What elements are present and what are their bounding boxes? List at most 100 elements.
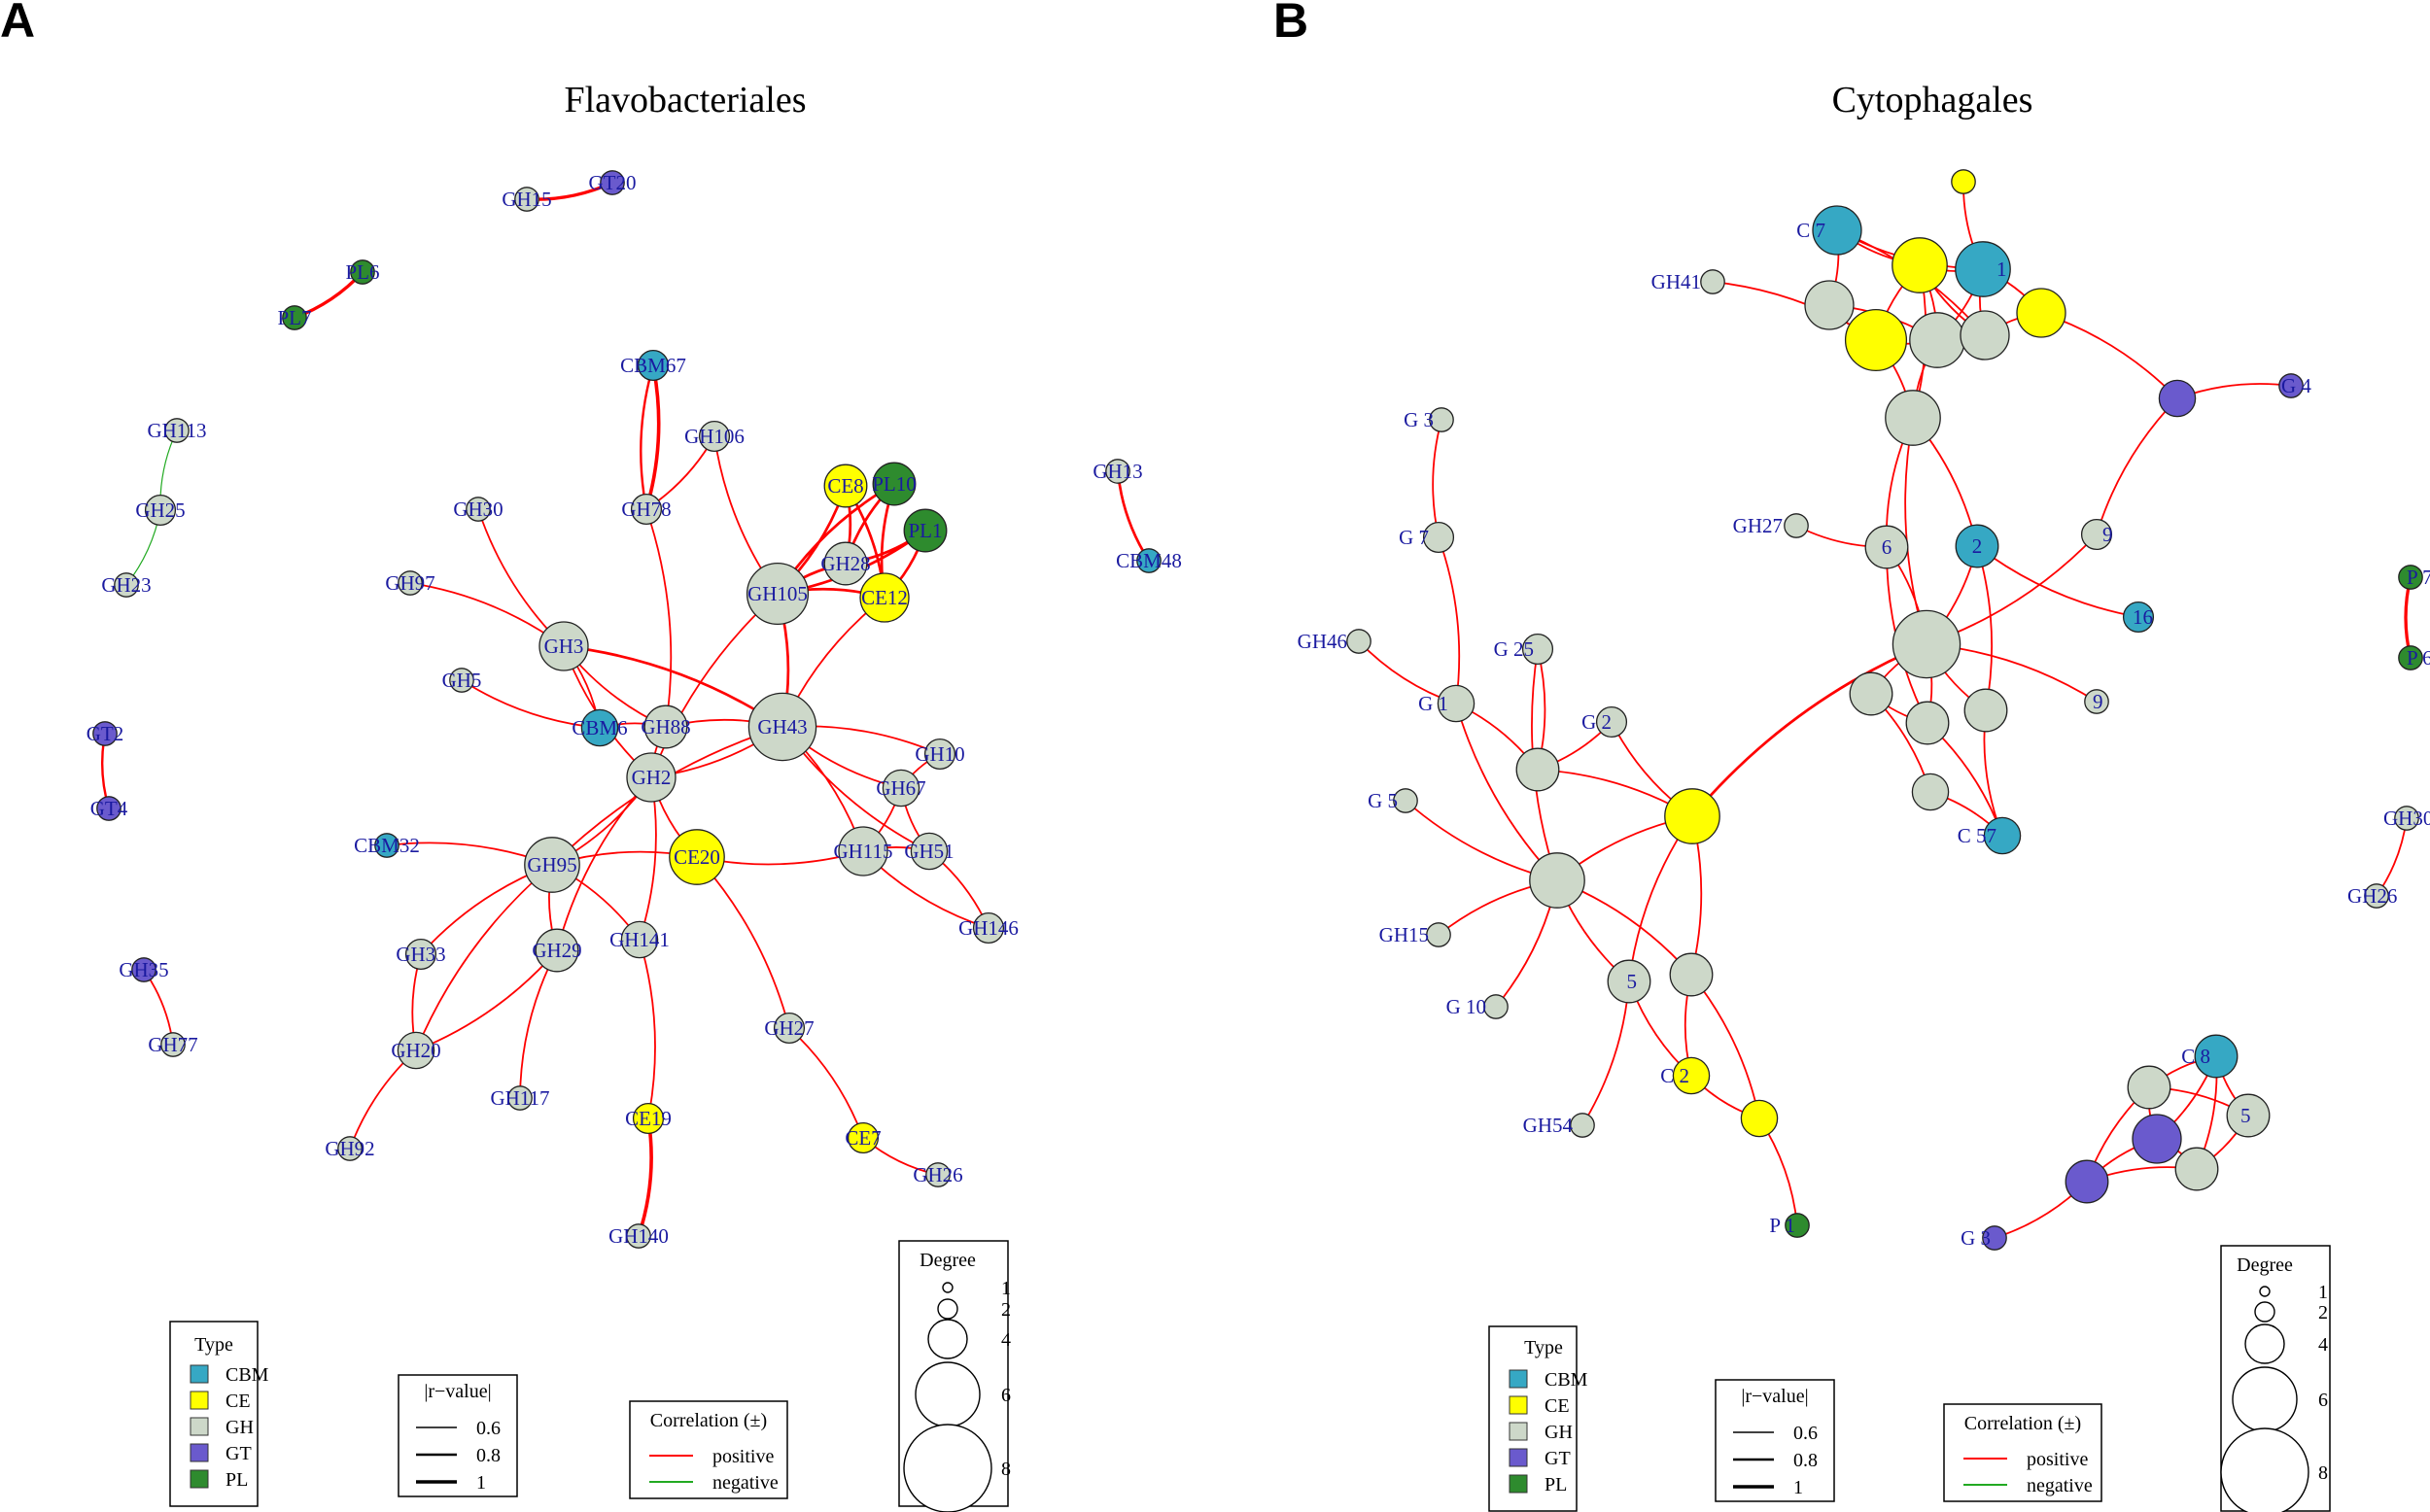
node-gh67: GH67 (876, 769, 926, 808)
node-label: GH23 (101, 573, 151, 597)
node-circle (2398, 565, 2423, 590)
legend-degree-circle (942, 1282, 954, 1293)
legend-type-label: GT (226, 1443, 252, 1464)
node-label: GH15 (502, 188, 551, 211)
node-gh51: GH51 (904, 832, 955, 871)
node-circle (1955, 524, 1999, 568)
node-circle (144, 494, 177, 527)
node-gh88: GH88 (641, 704, 691, 749)
node-label: G 3 (1961, 1226, 1991, 1250)
node-b-gh30: GH30 (2383, 806, 2430, 831)
node-b-cebig2 (1844, 308, 1908, 372)
node-label: 5 (2240, 1104, 2251, 1127)
node-label: GH10 (915, 742, 964, 766)
svg-text:Type: Type (194, 1334, 233, 1356)
node-circle (972, 911, 1005, 945)
node-label: GH92 (325, 1137, 374, 1160)
node-label: 9 (2102, 523, 2113, 546)
node-circle (507, 1085, 533, 1111)
node-label: GH46 (1298, 630, 1347, 653)
node-circle (1955, 241, 2011, 297)
node-label: CBM48 (1116, 549, 1182, 572)
node-b-ghj (1529, 852, 1585, 909)
legend-r-label: 1 (1793, 1477, 1803, 1498)
node-circle (535, 928, 579, 973)
svg-text:Correlation (±): Correlation (±) (650, 1410, 767, 1431)
node-b-ghn: 5 (2226, 1093, 2271, 1138)
node-circle (1515, 747, 1560, 792)
node-label: GH115 (833, 840, 892, 863)
edge-gh29-gh117 (519, 949, 558, 1099)
node-circle (630, 493, 663, 526)
edge-cbm67-gh78 (640, 364, 655, 510)
node-gh106: GH106 (684, 420, 745, 453)
node-circle (925, 1162, 951, 1187)
node-circle (1521, 633, 1554, 666)
edge-ce20-gh27 (696, 856, 790, 1029)
node-circle (1672, 1056, 1711, 1095)
edge-b-ghhub-b-cemid (1690, 642, 1927, 817)
node-cbm32: CBM32 (354, 833, 420, 858)
legend-degree-circle (903, 1424, 992, 1512)
node-b-g1: G 1 (1418, 684, 1475, 723)
node-label: GT2 (87, 722, 124, 745)
node-b-ghhub (1892, 609, 1961, 679)
node-label: GH26 (913, 1163, 962, 1186)
node-circle (1429, 407, 1454, 432)
node-circle (514, 187, 539, 212)
node-label: 5 (1627, 970, 1638, 993)
legend-corr-label: positive (712, 1446, 774, 1467)
node-circle (1911, 773, 1950, 811)
edge-b-ghl-b-ces (1690, 974, 1760, 1119)
node-gh146: GH146 (958, 911, 1019, 945)
legend-degree-label: 1 (1001, 1278, 1011, 1299)
node-gh20: GH20 (391, 1031, 441, 1070)
node-circle (1885, 390, 1941, 446)
node-circle (1983, 816, 2022, 855)
panel-letter-a: A (0, 0, 35, 48)
legend-swatch-gt (1509, 1448, 1528, 1467)
svg-text:Degree: Degree (920, 1250, 976, 1271)
node-circle (2394, 806, 2419, 831)
node-circle (449, 668, 474, 693)
node-circle (580, 708, 619, 747)
node-circle (1426, 922, 1451, 947)
node-b-ghi (1515, 747, 1560, 792)
node-circle (282, 305, 307, 330)
node-b-ghf (1905, 701, 1950, 745)
edges-panel-a (101, 181, 1151, 1237)
node-label: GH13 (1093, 460, 1142, 483)
panel-letter-b: B (1273, 0, 1308, 48)
legend-r-label: 0.8 (476, 1445, 501, 1466)
node-label: GH33 (396, 943, 445, 966)
legend-swatch-gt (190, 1443, 209, 1462)
legend-degree-circle (2254, 1301, 2275, 1323)
node-label: GH3 (544, 635, 584, 658)
node-label: 1 (1996, 258, 2007, 281)
legend-degree-circle (2259, 1286, 2271, 1297)
node-label: GH5 (442, 669, 482, 692)
node-label: C 8 (2181, 1045, 2210, 1068)
legend-type-label: PL (226, 1469, 248, 1491)
node-gt4: GT4 (90, 796, 128, 821)
node-label: GH25 (135, 498, 185, 522)
node-gh29: GH29 (532, 928, 582, 973)
node-b-gho (2174, 1147, 2219, 1191)
node-gh115: GH115 (833, 826, 893, 876)
legend-corr-label: negative (2027, 1475, 2093, 1496)
node-label: CBM6 (572, 716, 627, 739)
node-b-gh46: GH46 (1298, 629, 1371, 654)
node-b-gha (1804, 280, 1855, 330)
legend-degree-label: 8 (1001, 1459, 1011, 1480)
node-label: GH30 (2383, 807, 2430, 830)
legend-type-label: CBM (1545, 1369, 1588, 1391)
svg-text:Type: Type (1524, 1337, 1563, 1358)
node-label: P 7 (2407, 566, 2430, 589)
node-b-g3: G 3 (1404, 407, 1454, 432)
node-circle (838, 826, 888, 876)
legend-swatch-gh (1509, 1422, 1528, 1441)
node-gh5: GH5 (442, 668, 482, 693)
node-circle (1849, 671, 1893, 716)
